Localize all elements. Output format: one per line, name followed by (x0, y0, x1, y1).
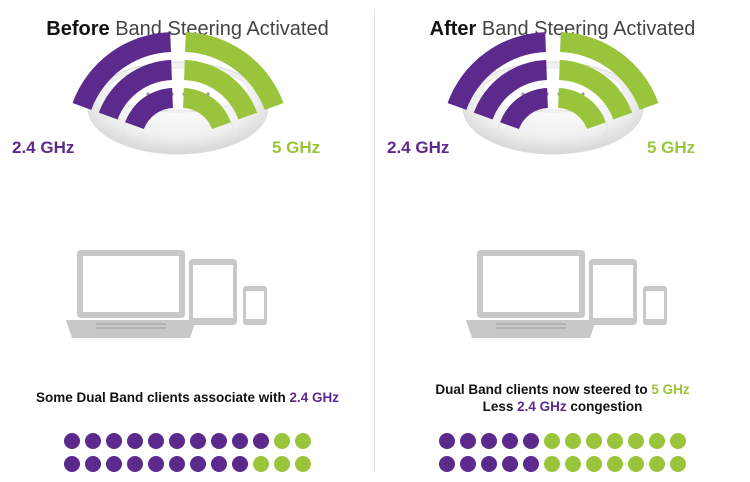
wave-arcs-5ghz (558, 32, 659, 130)
caption-segment: Less (482, 399, 518, 414)
client-dot-24ghz (106, 433, 122, 449)
client-dot-24ghz (439, 433, 455, 449)
client-dot-24ghz (523, 456, 539, 472)
client-dot-24ghz (232, 433, 248, 449)
caption-segment: 5 GHz (651, 382, 690, 397)
laptop-icon (66, 250, 196, 338)
client-dots (0, 433, 375, 479)
client-dot-5ghz (586, 433, 602, 449)
client-dot-24ghz (232, 456, 248, 472)
wave-arc-5ghz (183, 88, 231, 130)
dot-row (0, 456, 375, 474)
client-dot-5ghz (649, 433, 665, 449)
panel-before: Before Band Steering Activated (0, 18, 375, 479)
panel-divider (374, 10, 375, 472)
wave-arc-5ghz (184, 60, 258, 120)
laptop-icon (466, 250, 596, 338)
client-dot-24ghz (169, 456, 185, 472)
tablet-icon (189, 259, 237, 325)
phone-icon (243, 286, 267, 325)
wave-arc-24ghz (473, 60, 547, 120)
client-dot-24ghz (85, 433, 101, 449)
client-dot-5ghz (649, 456, 665, 472)
access-point-illustration (447, 32, 667, 338)
wave-arc-5ghz (558, 88, 606, 130)
caption-line: Some Dual Band clients associate with 2.… (0, 389, 375, 406)
client-dot-24ghz (481, 433, 497, 449)
wave-arcs-24ghz (72, 32, 173, 130)
caption-segment: Dual Band clients now steered to (435, 382, 652, 397)
client-dot-24ghz (481, 456, 497, 472)
panel-caption: Some Dual Band clients associate with 2.… (0, 389, 375, 406)
client-dot-5ghz (565, 433, 581, 449)
client-dot-24ghz (502, 456, 518, 472)
caption-segment: 2.4 GHz (289, 390, 340, 405)
client-dot-5ghz (295, 456, 311, 472)
client-dot-24ghz (460, 456, 476, 472)
client-dot-5ghz (586, 456, 602, 472)
client-dot-24ghz (211, 456, 227, 472)
client-dot-24ghz (460, 433, 476, 449)
client-dot-24ghz (502, 433, 518, 449)
client-dot-24ghz (148, 456, 164, 472)
client-dot-24ghz (169, 433, 185, 449)
client-dot-5ghz (628, 433, 644, 449)
caption-segment: 2.4 GHz (517, 399, 567, 414)
client-dot-24ghz (190, 456, 206, 472)
client-dot-5ghz (274, 456, 290, 472)
caption-line: Less 2.4 GHz congestion (375, 398, 750, 415)
dot-row (0, 433, 375, 451)
client-dot-24ghz (523, 433, 539, 449)
wave-arc-24ghz (125, 88, 173, 130)
wave-arc-24ghz (447, 32, 546, 110)
client-dot-5ghz (295, 433, 311, 449)
dot-row (375, 433, 750, 451)
panel-after: After Band Steering Activated (375, 0, 750, 482)
tablet-icon (589, 259, 637, 325)
client-dot-5ghz (670, 456, 686, 472)
client-dot-5ghz (670, 433, 686, 449)
client-dot-24ghz (127, 456, 143, 472)
client-dot-24ghz (190, 433, 206, 449)
band-label-5ghz: 5 GHz (272, 138, 321, 157)
wave-arc-24ghz (98, 60, 172, 120)
client-dot-5ghz (544, 433, 560, 449)
client-dot-24ghz (439, 456, 455, 472)
client-dot-5ghz (607, 456, 623, 472)
client-dot-24ghz (211, 433, 227, 449)
client-dot-5ghz (253, 456, 269, 472)
access-point-illustration (66, 32, 284, 338)
client-dot-24ghz (127, 433, 143, 449)
client-dot-24ghz (253, 433, 269, 449)
wave-arc-24ghz (72, 32, 171, 110)
client-dot-5ghz (565, 456, 581, 472)
client-dot-24ghz (85, 456, 101, 472)
caption-segment: congestion (566, 399, 643, 414)
band-label-24ghz: 2.4 GHz (12, 138, 75, 157)
client-dots (375, 433, 750, 479)
phone-icon (643, 286, 667, 325)
band-label-24ghz: 2.4 GHz (387, 138, 450, 157)
client-dot-5ghz (274, 433, 290, 449)
client-dot-24ghz (64, 433, 80, 449)
wave-arc-5ghz (559, 60, 633, 120)
title-bold: After (429, 18, 477, 40)
wave-arcs-24ghz (447, 32, 548, 130)
wave-arc-5ghz (560, 32, 659, 110)
band-label-5ghz: 5 GHz (647, 138, 696, 157)
wave-arcs-5ghz (183, 32, 284, 130)
wave-arc-24ghz (500, 88, 548, 130)
caption-line: Dual Band clients now steered to 5 GHz (375, 381, 750, 398)
client-dot-5ghz (628, 456, 644, 472)
dot-row (375, 456, 750, 474)
caption-segment: Some Dual Band clients associate with (35, 390, 290, 405)
client-dot-5ghz (607, 433, 623, 449)
wave-arc-5ghz (185, 32, 284, 110)
client-dot-24ghz (64, 456, 80, 472)
title-bold: Before (46, 18, 110, 40)
client-dot-5ghz (544, 456, 560, 472)
client-dot-24ghz (148, 433, 164, 449)
client-dot-24ghz (106, 456, 122, 472)
